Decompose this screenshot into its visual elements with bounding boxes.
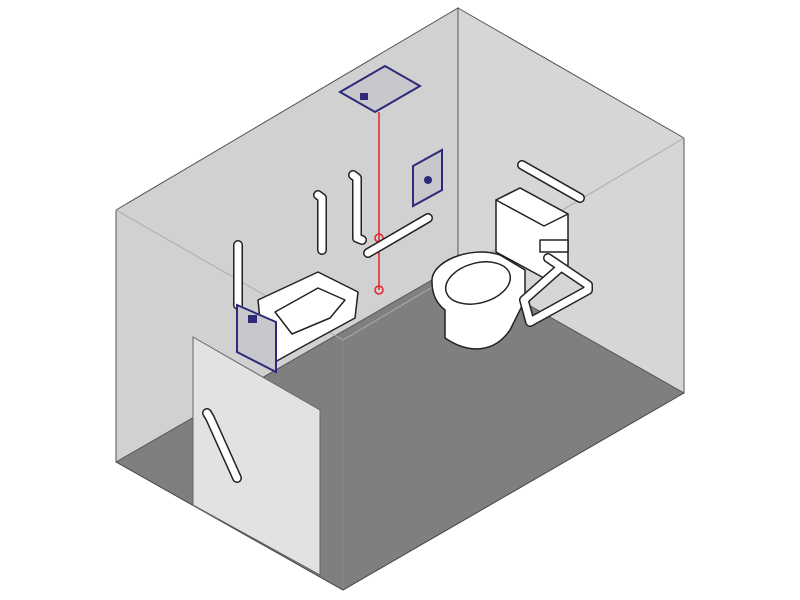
toilet-icon	[431, 187, 569, 350]
sign-icon	[360, 93, 368, 100]
partition-panel	[192, 336, 321, 576]
grab-rail-icon	[233, 160, 585, 310]
drop-down-rail-icon[interactable]	[519, 253, 593, 327]
floor-outline	[115, 392, 685, 591]
sign-icon	[424, 176, 432, 184]
alarm-cord-ring-bottom	[374, 285, 384, 295]
sign-icon	[248, 315, 257, 323]
basin-sign	[236, 303, 277, 374]
toilet-seat	[444, 261, 512, 305]
ceiling-alarm-sign	[337, 64, 423, 114]
grab-rail-icon	[202, 408, 242, 483]
